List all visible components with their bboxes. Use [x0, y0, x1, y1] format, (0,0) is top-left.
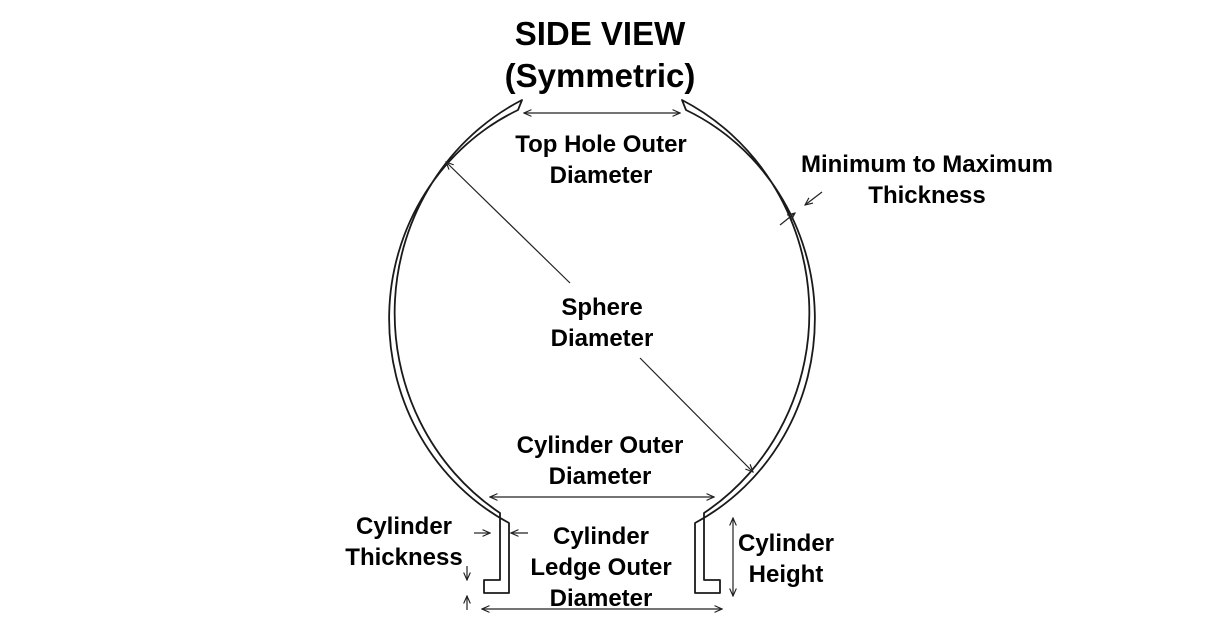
cylinder-thickness-label-line1: Cylinder: [356, 513, 452, 540]
cylinder-height-label-line1: Cylinder: [738, 530, 834, 557]
diagram-subtitle: (Symmetric): [505, 57, 696, 94]
thickness-arrow-inner: [779, 213, 795, 226]
top-hole-label-line2: Diameter: [550, 162, 653, 189]
thickness-arrow-outer: [805, 191, 823, 205]
shell-left-half: [388, 99, 523, 594]
shell-right-half: [681, 99, 816, 594]
sphere-label-line2: Diameter: [551, 325, 654, 352]
cylinder-height-label-line2: Height: [749, 561, 824, 588]
top-hole-label-line1: Top Hole Outer: [515, 131, 687, 158]
cylinder-outer-label-line1: Cylinder Outer: [517, 432, 684, 459]
diagram-title: SIDE VIEW: [515, 15, 686, 52]
thickness-label-line1: Minimum to Maximum: [801, 151, 1053, 178]
sphere-diameter-leader-upper: [446, 162, 571, 284]
sphere-diameter-leader-lower: [639, 357, 753, 472]
ledge-label-line3: Diameter: [550, 585, 653, 612]
sphere-label-line1: Sphere: [561, 294, 642, 321]
ledge-label-line1: Cylinder: [553, 523, 649, 550]
thickness-label-line2: Thickness: [868, 182, 985, 209]
ledge-label-line2: Ledge Outer: [530, 554, 671, 581]
cylinder-outer-label-line2: Diameter: [549, 463, 652, 490]
cylinder-thickness-label-line2: Thickness: [345, 544, 462, 571]
